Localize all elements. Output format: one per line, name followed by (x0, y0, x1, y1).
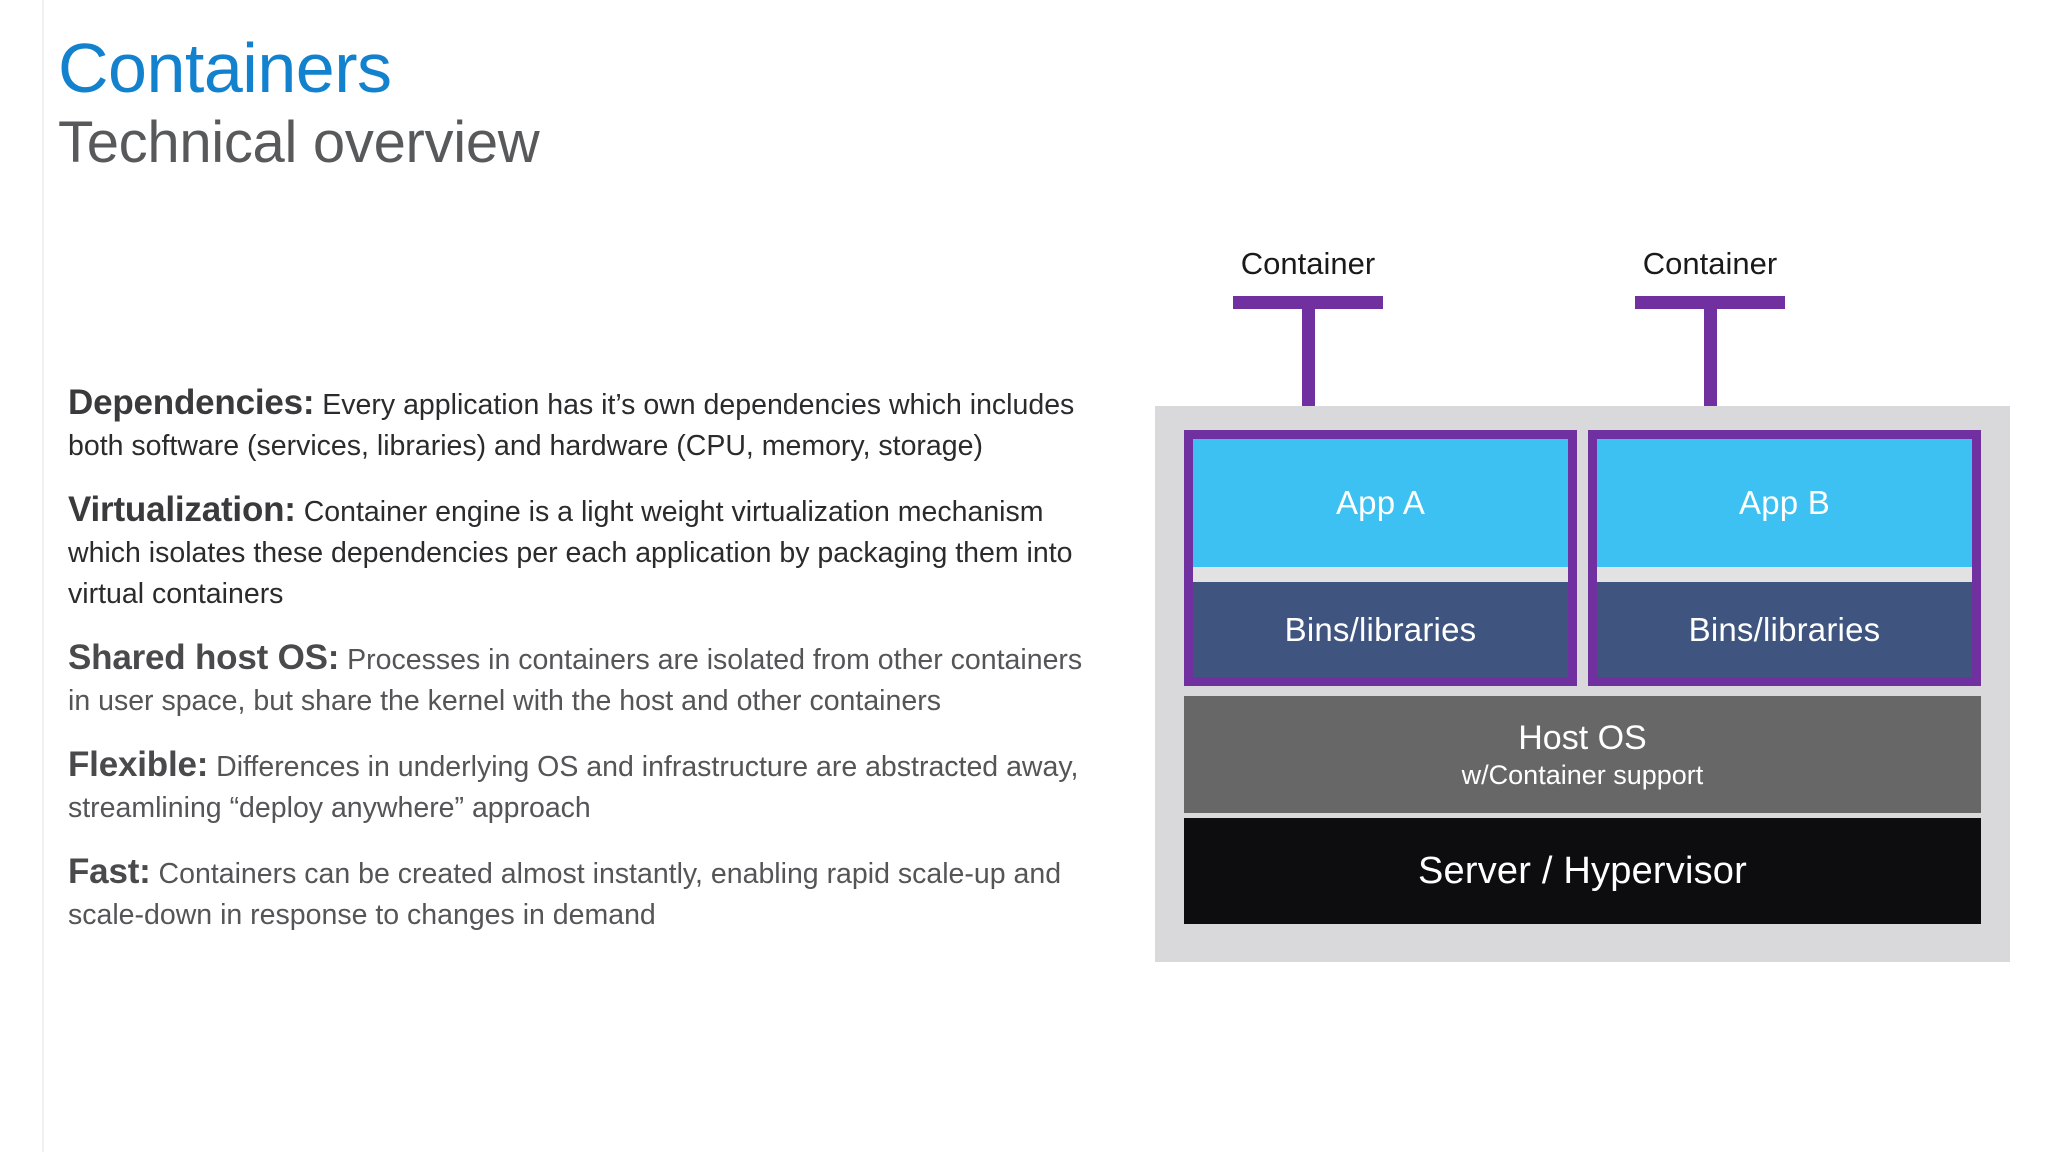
container-callout-right: Container (1560, 246, 1860, 487)
app-label: App A (1335, 484, 1426, 521)
paragraph-fast: Fast: Containers can be created almost i… (68, 851, 1088, 936)
paragraph-lead: Fast: (68, 852, 151, 891)
app-box-b: App B (1597, 439, 1972, 567)
body-copy: Dependencies: Every application has it’s… (68, 382, 1088, 936)
paragraph-lead: Dependencies: (68, 383, 315, 422)
host-os-band: Host OS w/Container support (1184, 696, 1981, 813)
callout-connector-bar (1635, 296, 1785, 309)
app-box-a: App A (1193, 439, 1568, 567)
host-os-title: Host OS (1518, 718, 1647, 757)
title-block: Containers Technical overview (58, 28, 958, 176)
container-callout-label: Container (1240, 246, 1376, 281)
callout-connector-bar (1233, 296, 1383, 309)
paragraph-body: Fast: Containers can be created almost i… (68, 851, 1088, 936)
bins-libraries-label: Bins/libraries (1688, 610, 1881, 648)
paragraph-detail: Differences in underlying OS and infrast… (68, 751, 1079, 824)
paragraph-detail: Container engine is a light weight virtu… (68, 496, 1073, 610)
paragraph-detail: Containers can be created almost instant… (68, 858, 1062, 931)
paragraph-lead: Shared host OS: (68, 638, 340, 677)
paragraph-lead: Virtualization: (68, 490, 296, 529)
host-os-subtitle: w/Container support (1461, 759, 1704, 790)
paragraph-virtualization: Virtualization: Container engine is a li… (68, 489, 1088, 615)
page-subtitle: Technical overview (58, 110, 540, 175)
card-divider (1597, 567, 1972, 582)
bins-libraries-label: Bins/libraries (1284, 610, 1477, 648)
paragraph-detail: Every application has it’s own dependenc… (68, 389, 1075, 462)
paragraph-flexible: Flexible: Differences in underlying OS a… (68, 744, 1088, 829)
callout-connector-icon (1233, 296, 1383, 487)
paragraph-body: Shared host OS: Processes in containers … (68, 637, 1088, 722)
app-label: App B (1739, 484, 1830, 521)
paragraph-body: Flexible: Differences in underlying OS a… (68, 744, 1088, 829)
paragraph-detail: Processes in containers are isolated fro… (68, 644, 1083, 717)
container-card-a: App A Bins/libraries (1184, 430, 1577, 686)
bins-libraries-box-a: Bins/libraries (1193, 582, 1568, 677)
bins-libraries-box-b: Bins/libraries (1597, 582, 1972, 677)
paragraph-body: Dependencies: Every application has it’s… (68, 382, 1088, 467)
container-callout-label: Container (1642, 246, 1778, 281)
card-divider (1193, 567, 1568, 582)
left-edge-rule (42, 0, 44, 1152)
server-hypervisor-label: Server / Hypervisor (1418, 849, 1747, 892)
page-title: Containers (58, 29, 392, 107)
paragraph-body: Virtualization: Container engine is a li… (68, 489, 1088, 615)
paragraph-lead: Flexible: (68, 745, 209, 784)
container-stack-diagram: App A Bins/libraries App B Bins/librarie… (1155, 406, 2010, 962)
paragraph-shared-host-os: Shared host OS: Processes in containers … (68, 637, 1088, 722)
container-card-b: App B Bins/libraries (1588, 430, 1981, 686)
container-callout-left: Container (1158, 246, 1458, 487)
server-hypervisor-band: Server / Hypervisor (1184, 818, 1981, 924)
callout-connector-icon (1635, 296, 1785, 487)
paragraph-dependencies: Dependencies: Every application has it’s… (68, 382, 1088, 467)
